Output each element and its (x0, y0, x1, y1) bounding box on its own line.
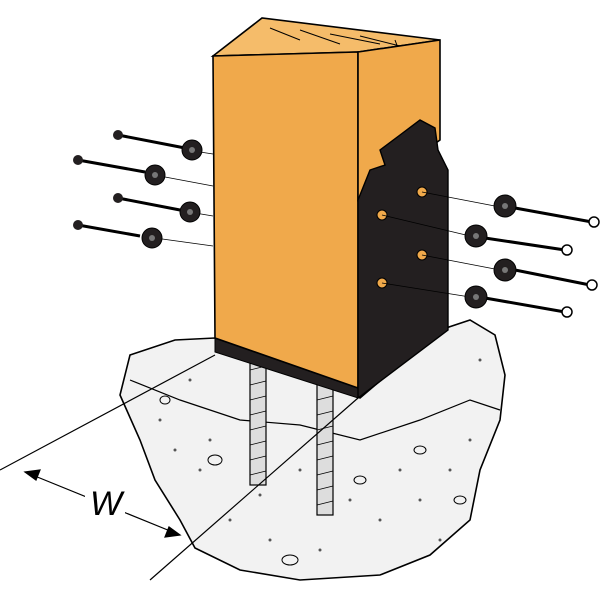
wood-post (210, 17, 441, 390)
label-background (85, 482, 125, 520)
right-screws (464, 194, 600, 318)
left-screws (73, 130, 203, 249)
concrete-footing (119, 319, 506, 581)
anchor-rods (249, 359, 334, 516)
dimension-label-w: W (90, 485, 125, 523)
guide-lines (154, 151, 501, 298)
